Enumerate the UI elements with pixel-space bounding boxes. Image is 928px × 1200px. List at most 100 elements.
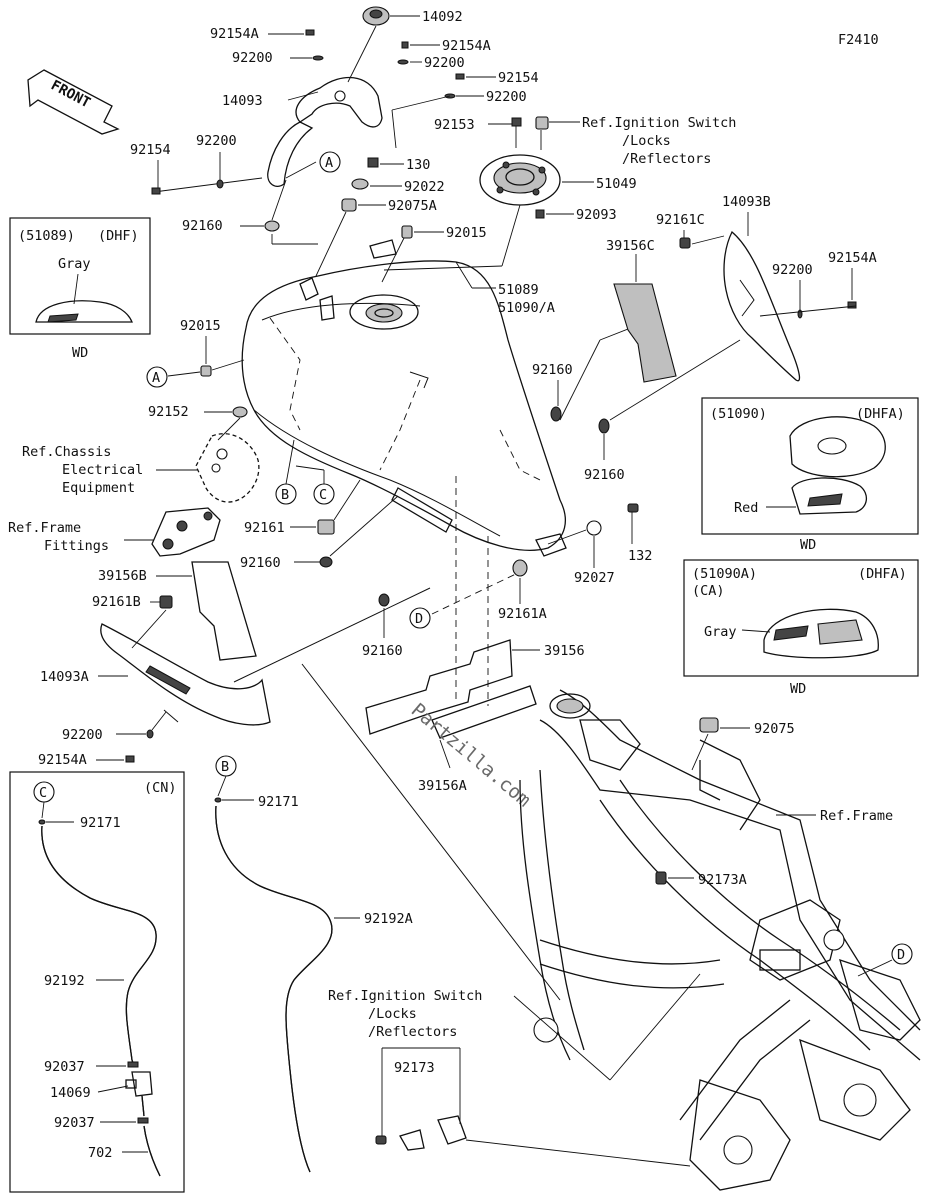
label-92154A-3: 92154A	[828, 250, 877, 266]
label-92154A-2: 92154A	[442, 38, 491, 54]
callout-d-mid-label: D	[415, 611, 423, 627]
part-frame-fitting	[151, 507, 221, 557]
callout-d-frame	[891, 943, 913, 965]
ref-ignition-top-3: /Reflectors	[622, 151, 711, 167]
label-51089: 51089	[498, 282, 539, 298]
callout-a-left	[146, 366, 168, 388]
label-51049: 51049	[596, 176, 637, 192]
label-39156: 39156	[544, 643, 585, 659]
part-39156C	[613, 283, 677, 383]
svg-text:(DHF): (DHF)	[98, 228, 139, 244]
label-92037-2: 92037	[54, 1115, 95, 1131]
inset-dhfa-ca-color: Gray	[704, 624, 737, 640]
svg-text:(51090A): (51090A)	[692, 566, 757, 582]
ref-frame: Ref.Frame	[820, 808, 893, 824]
label-92075A: 92075A	[388, 198, 437, 214]
part-14093B	[723, 230, 801, 382]
inset-dhfa-ca-region: WD	[790, 681, 806, 697]
label-92022: 92022	[404, 179, 445, 195]
callout-d-frame-label: D	[897, 947, 905, 963]
label-92015-2: 92015	[180, 318, 221, 334]
label-92161C: 92161C	[656, 212, 705, 228]
part-92173-bracket	[375, 1047, 691, 1167]
callout-d-mid	[409, 607, 431, 629]
front-arrow-icon: FRONT	[27, 69, 120, 135]
label-92160-5: 92160	[362, 643, 403, 659]
label-39156A: 39156A	[418, 778, 467, 794]
label-39156B: 39156B	[98, 568, 147, 584]
part-51049	[479, 154, 561, 206]
label-14093A: 14093A	[40, 669, 89, 685]
label-92037-1: 92037	[44, 1059, 85, 1075]
hose-92192A	[215, 805, 333, 1173]
part-14092	[347, 6, 420, 83]
inset-dhf: (51089) (DHF) Gray WD	[9, 217, 151, 361]
label-92154-2: 92154	[130, 142, 171, 158]
label-92015-1: 92015	[446, 225, 487, 241]
ref-chassis-2: Electrical	[62, 462, 143, 478]
label-92161B: 92161B	[92, 594, 141, 610]
svg-text:(51090): (51090)	[710, 406, 767, 422]
label-92154A-1: 92154A	[210, 26, 259, 42]
inset-dhf-color: Gray	[58, 256, 91, 272]
ref-frame-fit-2: Fittings	[44, 538, 109, 554]
ref-frame-fit-1: Ref.Frame	[8, 520, 81, 536]
inset-dhfa-color: Red	[734, 500, 758, 516]
label-14093B: 14093B	[722, 194, 771, 210]
label-92160-2: 92160	[532, 362, 573, 378]
callout-a-top-label: A	[325, 155, 333, 171]
part-chassis-bracket	[195, 433, 260, 503]
ref-ignition-bot-1: Ref.Ignition Switch	[328, 988, 482, 1004]
label-92160-1: 92160	[182, 218, 223, 234]
label-92200-1: 92200	[232, 50, 273, 66]
callout-b-mid-label: B	[281, 487, 289, 503]
callout-b-hose-label: B	[221, 759, 229, 775]
figure-code: F2410	[838, 32, 879, 48]
ref-ignition-bot-2: /Locks	[368, 1006, 417, 1022]
label-92171-1: 92171	[80, 815, 121, 831]
part-14093A	[100, 623, 271, 726]
label-14093: 14093	[222, 93, 263, 109]
label-51090A: 51090/A	[498, 300, 555, 316]
callout-c-mid-label: C	[319, 487, 327, 503]
label-92154A-4: 92154A	[38, 752, 87, 768]
callout-c-cn-label: C	[39, 785, 47, 801]
front-label: FRONT	[48, 77, 93, 111]
label-92200-3: 92200	[486, 89, 527, 105]
label-92200-6: 92200	[62, 727, 103, 743]
label-92200-5: 92200	[772, 262, 813, 278]
label-14092: 14092	[422, 9, 463, 25]
label-92075: 92075	[754, 721, 795, 737]
label-92027: 92027	[574, 570, 615, 586]
inset-dhfa-ca: (51090A) (DHFA) (CA) Gray WD	[683, 559, 919, 697]
label-14069: 14069	[50, 1085, 91, 1101]
label-130: 130	[406, 157, 430, 173]
label-92160-4: 92160	[240, 555, 281, 571]
part-39156B	[191, 561, 257, 661]
callout-a-top	[319, 151, 341, 173]
svg-text:(51089): (51089)	[18, 228, 75, 244]
label-92200-4: 92200	[196, 133, 237, 149]
label-702: 702	[88, 1145, 112, 1161]
label-92192A: 92192A	[364, 911, 413, 927]
svg-text:(DHFA): (DHFA)	[856, 406, 905, 422]
part-39156	[365, 639, 513, 735]
svg-text:(DHFA): (DHFA)	[858, 566, 907, 582]
svg-text:(CA): (CA)	[692, 583, 725, 599]
ref-chassis-1: Ref.Chassis	[22, 444, 111, 460]
label-92200-2: 92200	[424, 55, 465, 71]
fuel-tank	[241, 239, 567, 557]
callout-a-left-label: A	[152, 370, 160, 386]
label-92161: 92161	[244, 520, 285, 536]
ref-chassis-3: Equipment	[62, 480, 135, 496]
inset-dhfa-region: WD	[800, 537, 816, 553]
ref-ignition-top-2: /Locks	[622, 133, 671, 149]
label-39156C: 39156C	[606, 238, 655, 254]
svg-text:(CN): (CN)	[144, 780, 177, 796]
ref-ignition-bot-3: /Reflectors	[368, 1024, 457, 1040]
label-92171-2: 92171	[258, 794, 299, 810]
inset-cn: (CN) C 92171 92192 92037 14069 92037 702	[9, 771, 185, 1193]
label-92173A: 92173A	[698, 872, 747, 888]
label-92192: 92192	[44, 973, 85, 989]
